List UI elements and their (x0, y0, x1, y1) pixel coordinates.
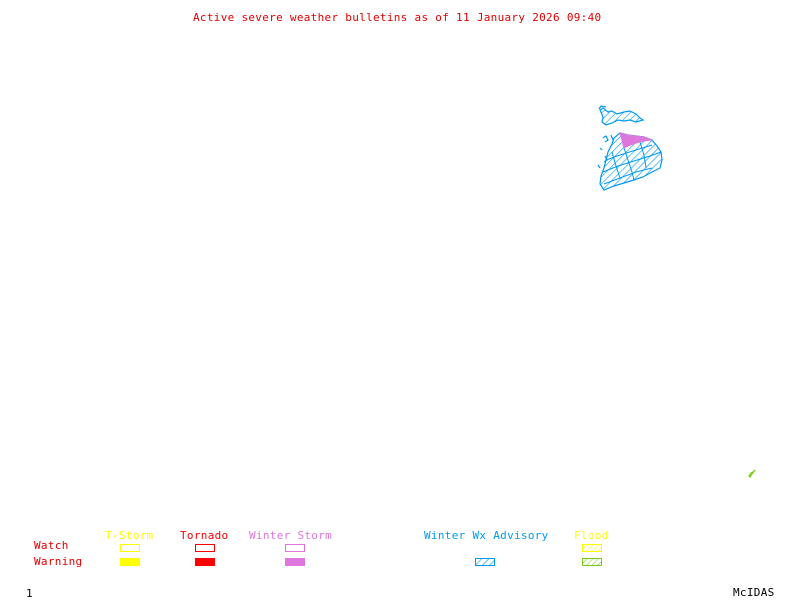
legend-winter-wx-advisory-swatch (475, 558, 495, 566)
legend-flood-warning-swatch (582, 558, 602, 566)
legend-tstorm-warning-swatch (120, 558, 140, 566)
legend-tstorm-watch-swatch (120, 544, 140, 552)
legend-tstorm-label: T-Storm (105, 529, 154, 542)
legend-flood-label: Flood (574, 529, 609, 542)
legend-winter-storm-warning-swatch (285, 558, 305, 566)
bulletin-title: Active severe weather bulletins as of 11… (193, 11, 602, 24)
software-label: McIDAS (733, 586, 775, 599)
advisory-area-island-outline (598, 105, 607, 110)
legend-winter-storm-label: Winter Storm (249, 529, 333, 542)
legend-winter-storm-watch-swatch (285, 544, 305, 552)
legend-tornado-warning-swatch (195, 558, 215, 566)
legend-watch-label: Watch (34, 539, 69, 552)
legend-tornado-label: Tornado (180, 529, 229, 542)
legend-warning-label: Warning (34, 555, 83, 568)
advisory-subdivisions (602, 141, 662, 185)
winter-storm-warning-area (619, 132, 653, 149)
flood-warning-area (748, 469, 756, 478)
advisory-area-island (599, 107, 645, 126)
legend-winter-wx-advisory-label: Winter Wx Advisory (424, 529, 549, 542)
coastline-fragments (597, 134, 614, 169)
legend-tornado-watch-swatch (195, 544, 215, 552)
frame-number: 1 (26, 587, 33, 600)
legend-flood-watch-swatch (582, 544, 602, 552)
